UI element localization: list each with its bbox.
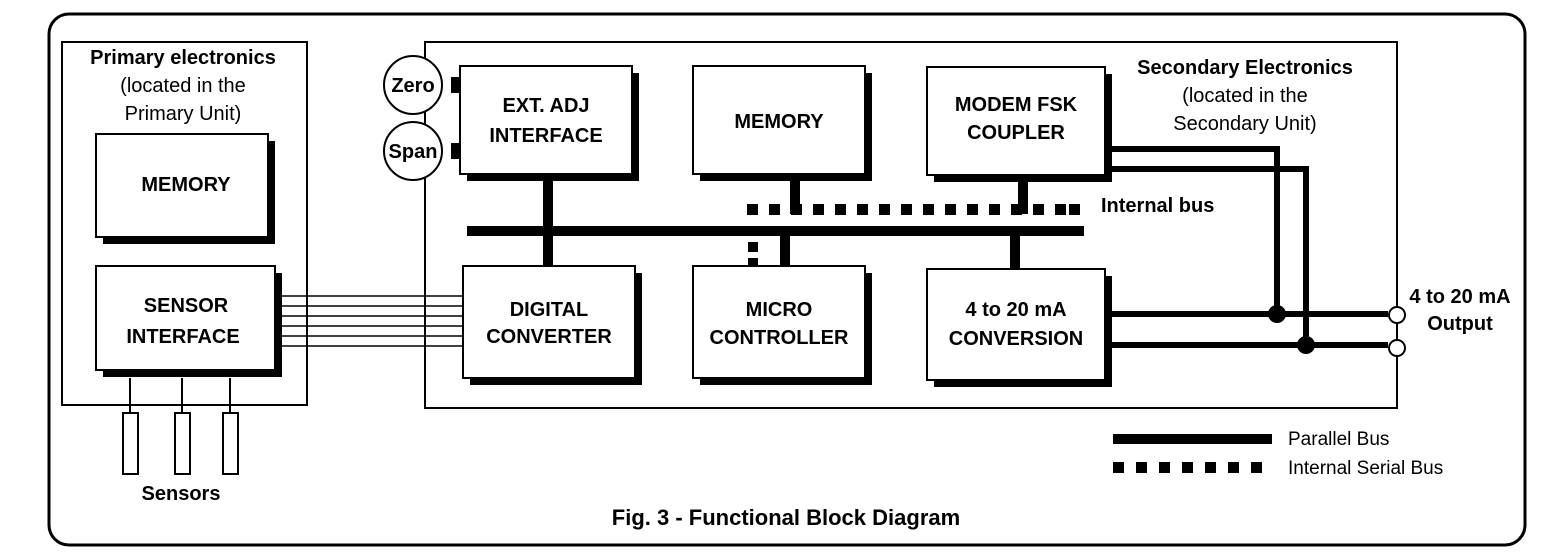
sensor-cable [282, 295, 463, 347]
conversion-label-1: 4 to 20 mA [965, 299, 1066, 321]
primary-memory-block: MEMORY [95, 133, 275, 244]
conversion-label-2: CONVERSION [949, 328, 1083, 350]
secondary-memory-block: MEMORY [692, 65, 872, 181]
output-terminal-positive [1388, 306, 1406, 324]
primary-note-line2: Primary Unit) [125, 103, 242, 125]
ext-adj-interface-block: EXT. ADJ INTERFACE [459, 65, 639, 181]
primary-title: Primary electronics [90, 47, 276, 69]
legend-serial-swatch [1113, 462, 1262, 473]
figure-caption: Fig. 3 - Functional Block Diagram [612, 505, 960, 530]
sensor-interface-label-1: SENSOR [144, 295, 229, 317]
primary-memory-label: MEMORY [141, 174, 231, 196]
primary-note-line1: (located in the [120, 75, 246, 97]
zero-adjust: Zero [383, 55, 459, 115]
micro-controller-block: MICRO CONTROLLER [692, 265, 872, 385]
conversion-block: 4 to 20 mA CONVERSION [926, 268, 1112, 387]
output-terminals [1388, 306, 1406, 357]
sensor-interface-block: SENSOR INTERFACE [95, 265, 282, 377]
secondary-note-line2: Secondary Unit) [1173, 113, 1316, 135]
junction-dot-2 [1297, 336, 1315, 354]
secondary-memory-label: MEMORY [734, 111, 824, 133]
sensor-1 [122, 412, 139, 475]
sensors [122, 378, 239, 475]
primary-electronics-panel [61, 41, 308, 406]
micro-controller-label-1: MICRO [746, 299, 813, 321]
sensor-interface-label-2: INTERFACE [126, 326, 239, 348]
digital-converter-label-1: DIGITAL [510, 299, 589, 321]
sensors-label: Sensors [142, 483, 221, 505]
modem-fsk-coupler-block: MODEM FSK COUPLER [926, 66, 1112, 182]
modem-label-2: COUPLER [967, 122, 1065, 144]
legend-parallel-swatch [1113, 434, 1272, 444]
output-label-1: 4 to 20 mA [1409, 286, 1510, 308]
span-label: Span [389, 141, 438, 163]
sensor-3 [222, 412, 239, 475]
digital-converter-label-2: CONVERTER [486, 326, 612, 348]
output-wiring [1112, 146, 1388, 354]
legend-serial-label: Internal Serial Bus [1288, 458, 1443, 479]
junction-dot-1 [1268, 305, 1286, 323]
legend-parallel-label: Parallel Bus [1288, 429, 1389, 450]
digital-converter-block: DIGITAL CONVERTER [462, 265, 642, 385]
secondary-note-line1: (located in the [1182, 85, 1308, 107]
parallel-bus [467, 176, 1084, 270]
secondary-title: Secondary Electronics [1137, 57, 1353, 79]
legend: Parallel Bus Internal Serial Bus [1113, 429, 1443, 479]
micro-controller-label-2: CONTROLLER [710, 327, 849, 349]
output-label-2: Output [1427, 313, 1493, 335]
sensor-2 [174, 412, 191, 475]
span-adjust: Span [383, 121, 459, 181]
modem-label-1: MODEM FSK [955, 94, 1078, 116]
outer-frame [47, 12, 1527, 547]
ext-adj-label-1: EXT. ADJ [502, 95, 589, 117]
secondary-electronics-panel [424, 41, 1398, 409]
internal-serial-bus [747, 180, 1080, 268]
output-terminal-negative [1388, 339, 1406, 357]
zero-label: Zero [391, 75, 434, 97]
internal-bus-label: Internal bus [1101, 195, 1214, 217]
ext-adj-label-2: INTERFACE [489, 125, 602, 147]
